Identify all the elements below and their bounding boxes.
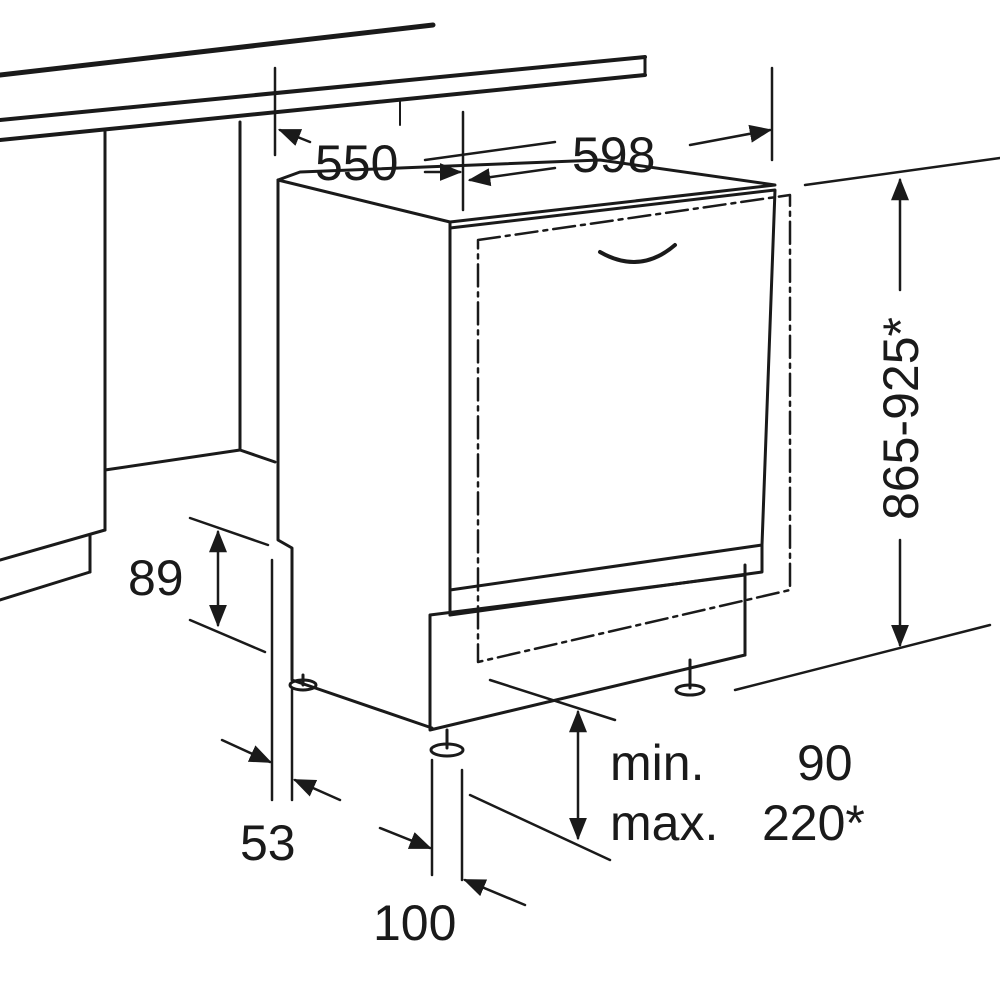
- toe-max-value: 220*: [762, 795, 865, 851]
- toe-min-label: min.: [610, 735, 704, 791]
- dimension-lines: [188, 66, 1000, 907]
- adjacent-cabinet: [0, 99, 401, 602]
- depth-label: 550: [315, 135, 398, 191]
- adjustable-feet: [288, 658, 706, 758]
- plinth-depth-label: 100: [373, 895, 456, 951]
- toe-min-value: 90: [797, 735, 853, 791]
- toe-max-label: max.: [610, 795, 718, 851]
- plinth-height-label: 89: [128, 550, 184, 606]
- side-offset-label: 53: [240, 815, 296, 871]
- countertop: [0, 22, 647, 142]
- dishwasher-body: [276, 158, 792, 732]
- height-label: 865-925*: [873, 317, 929, 520]
- width-label: 598: [572, 127, 655, 183]
